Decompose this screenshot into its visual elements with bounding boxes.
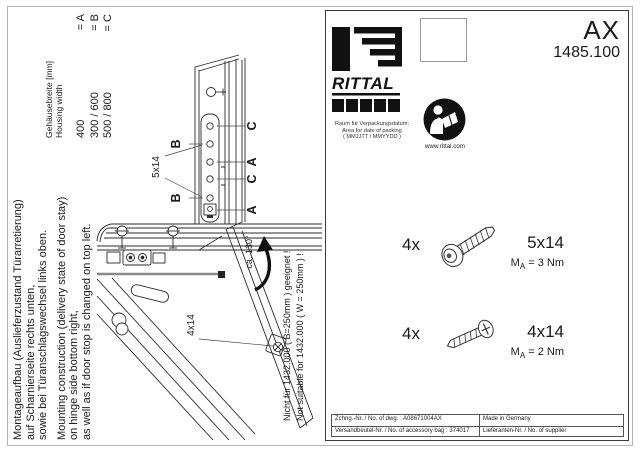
door-swing-arrow: [254, 236, 273, 292]
accessory-bag-cell: Versandbeutel-Nr. / No. of accessory bag…: [332, 427, 479, 438]
mounting-note-de-2: auf Scharnierseite rechts unten,: [24, 284, 37, 440]
enclosure-drawing: [96, 54, 322, 440]
packing-note-de: Raum für Verpackungsdatum:: [335, 121, 409, 127]
product-series: AX: [583, 15, 620, 45]
hole-label-a: A: [245, 157, 259, 167]
spacer: [64, 14, 75, 138]
part-torque: MA = 3 Nm: [484, 257, 564, 271]
table-divider: [479, 415, 480, 436]
website-url: www.rittal.com: [425, 143, 465, 150]
torque-symbol: M: [510, 346, 520, 358]
part-row-5x14: 4x 5x14 MA = 3 Nm: [326, 217, 628, 279]
packing-note-en: Area for date of packing: [342, 127, 402, 134]
mounting-note-de-3: sowie bei Türanschlagswechsel links oben…: [37, 229, 49, 440]
rittal-wordmark: RITTAL: [332, 74, 394, 93]
warning-de: Nicht für 1432.000 ( B=250mm ) geeignet …: [282, 250, 292, 421]
compatibility-warning: Nicht für 1432.000 ( B=250mm ) geeignet …: [281, 235, 309, 421]
packing-date-box: [420, 18, 467, 62]
part-size: 5x14: [527, 233, 564, 252]
torque-value: = 3 Nm: [525, 257, 564, 269]
hole-label-c: C: [245, 121, 259, 131]
read-manual-icon: [423, 98, 466, 141]
part-row-4x14: 4x 4x14 MA = 2 Nm: [326, 306, 628, 368]
housing-width-label-de: Gehäusebreite [mm]: [44, 60, 54, 138]
mounting-note-en-1: Mounting construction (delivery state of…: [55, 196, 68, 440]
warning-en: Not suitable for 1432.000 ( W = 250mm ) …: [295, 253, 305, 421]
torque-value: = 2 Nm: [525, 346, 564, 358]
hole-label-c: C: [245, 174, 259, 184]
hole-label-b: B: [169, 193, 183, 203]
width-code: = C: [102, 14, 114, 32]
packing-date-note: Raum für Verpackungsdatum: Area for date…: [329, 121, 415, 141]
width-code: = B: [88, 14, 101, 31]
mounting-note-en-3: as well as if door stop is changed on to…: [80, 223, 93, 440]
torque-sub: A: [519, 262, 526, 272]
hole-label-b: B: [169, 139, 183, 149]
hole-label-a: A: [245, 205, 259, 215]
mounting-note: Montageaufbau (Auslieferzustand Türarret…: [12, 142, 98, 440]
torque-symbol: M: [510, 257, 520, 269]
width-value: 400: [75, 119, 87, 138]
table-divider: [332, 426, 623, 427]
part-size: 4x14: [527, 322, 564, 341]
width-code: = A: [75, 14, 87, 31]
drawing-number-cell: Zchng.-Nr. / No. of dwg. : A08671004AX: [332, 415, 479, 426]
supplier-cell: Lieferanten-Nr. / No. of supplier: [483, 428, 567, 434]
screw-callout-5x14: 5x14: [151, 156, 162, 178]
part-qty: 4x: [402, 324, 420, 343]
housing-width-label-en: Housing width: [54, 84, 64, 138]
packing-note-format: ( MMJJTT / MMYYDD ): [342, 134, 401, 141]
countersunk-screw-icon: [446, 319, 494, 349]
part-torque: MA = 2 Nm: [484, 346, 564, 360]
footer-table: Zchng.-Nr. / No. of dwg. : A08671004AX V…: [331, 414, 624, 437]
part-qty: 4x: [402, 235, 420, 254]
mounting-note-en-2: on hinge side bottom right,: [68, 310, 80, 440]
flange-screw-icon: [441, 226, 496, 268]
made-in-cell: Made in Germany: [483, 416, 531, 422]
accessory-bag-label: Versandbeutel-Nr. / No. of accessory bag…: [335, 428, 448, 434]
mounting-note-de-1: Montageaufbau (Auslieferzustand Türarret…: [12, 199, 24, 440]
housing-width-row: 400 = A: [75, 14, 89, 138]
accessory-bag-value: 374017: [449, 428, 470, 434]
info-panel: RITTAL AX 1485.100 Raum für Verpackungsd…: [325, 10, 629, 441]
drawing-number-label: Zchng.-Nr. / No. of dwg. :: [335, 416, 402, 422]
product-model: 1485.100: [553, 44, 620, 61]
screw-callout-4x14: 4x14: [186, 314, 197, 336]
rittal-logo: RITTAL: [332, 27, 402, 112]
door-angle-label: ca. 130°: [244, 235, 254, 269]
drawing-number-value: A08671004AX: [403, 416, 442, 422]
torque-sub: A: [519, 351, 526, 361]
